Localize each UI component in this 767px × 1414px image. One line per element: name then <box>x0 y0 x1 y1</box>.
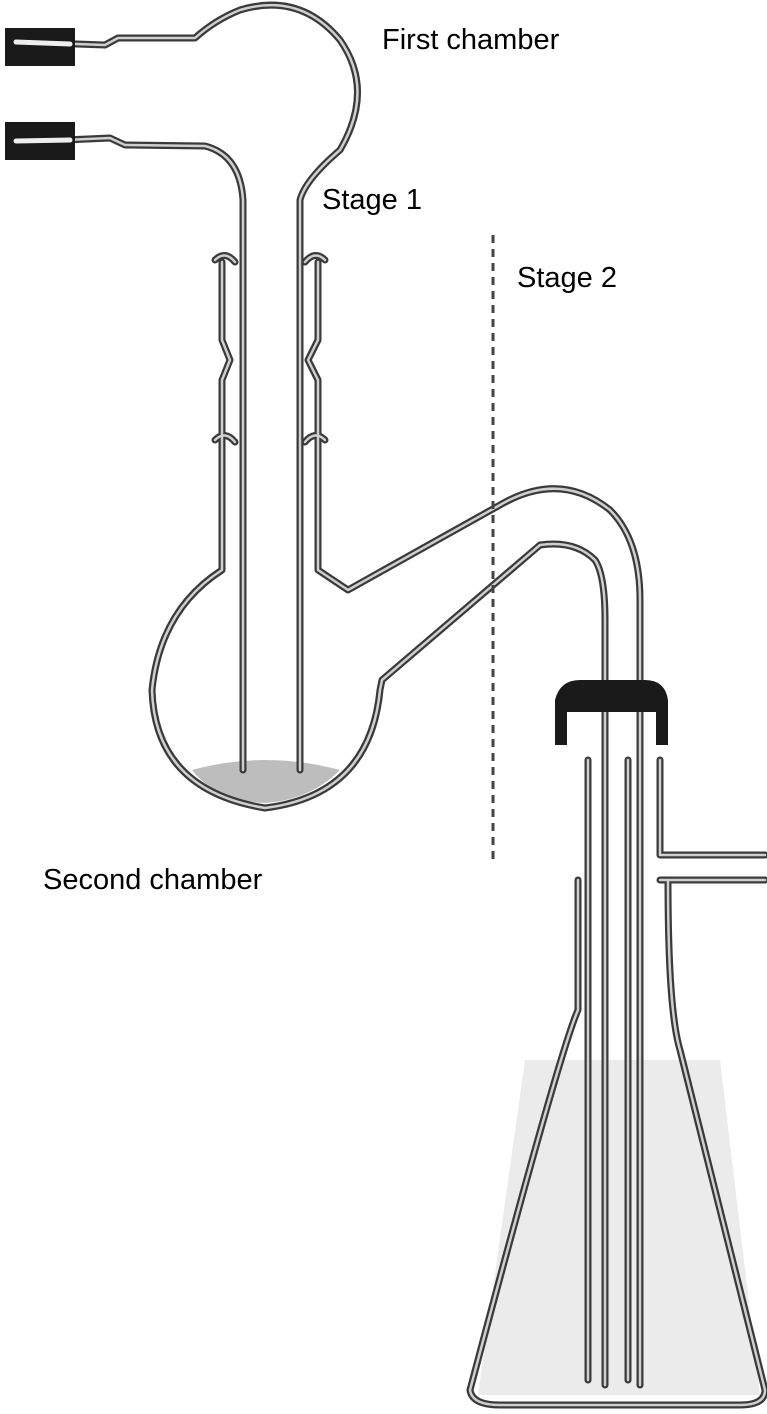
label-stage-2: Stage 2 <box>517 262 617 294</box>
flask-liquid <box>478 1060 760 1395</box>
label-first-chamber: First chamber <box>382 24 560 56</box>
inlet-stopper-top <box>5 28 75 66</box>
label-second-chamber: Second chamber <box>43 864 263 896</box>
flask-stopper <box>555 680 668 745</box>
label-stage-1: Stage 1 <box>322 184 422 216</box>
